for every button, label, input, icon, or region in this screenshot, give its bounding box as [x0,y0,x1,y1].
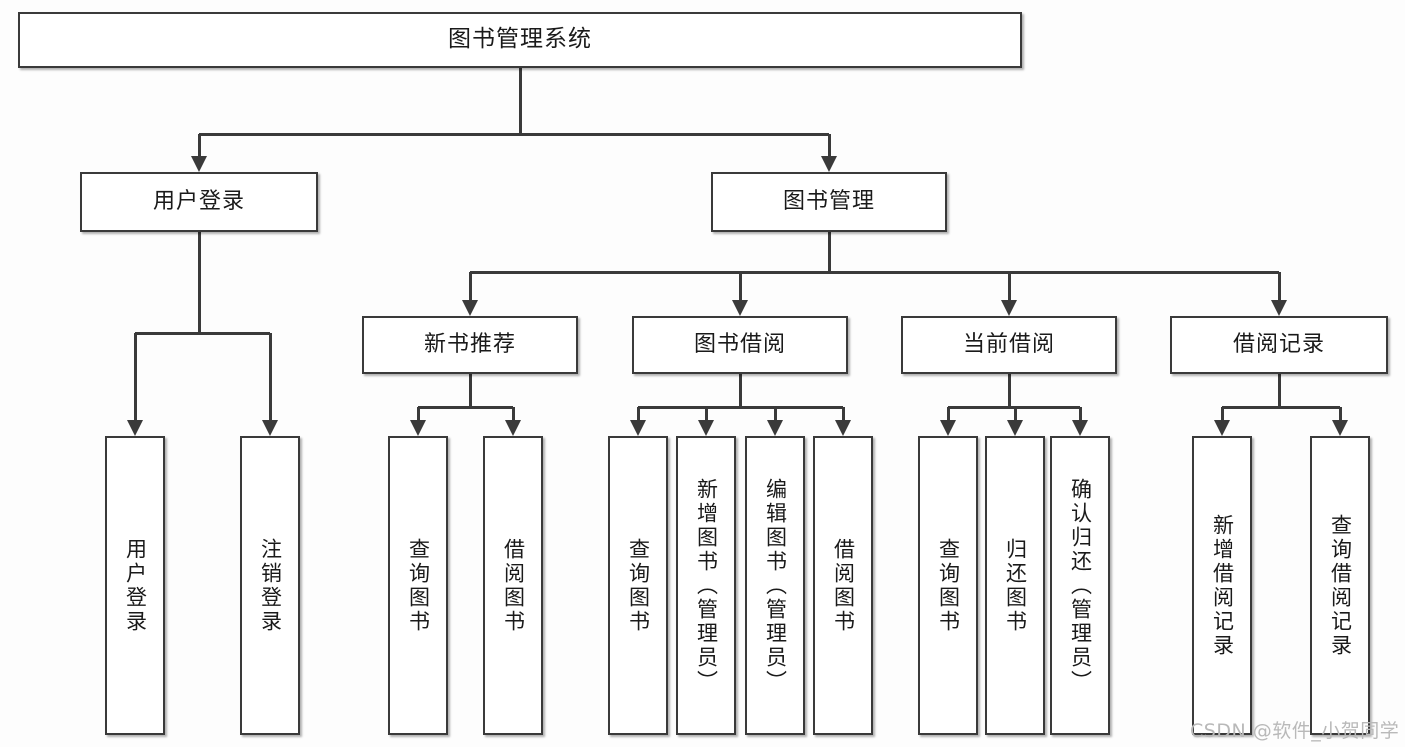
connector-bus [1222,405,1340,409]
leaf-node-query-book-borrow[interactable]: 查询图书 [608,436,668,735]
connector-drop [133,333,137,422]
node-label: 新书推荐 [423,331,516,357]
node-user-login[interactable]: 用户登录 [80,172,318,232]
connector-drop [1078,407,1082,422]
connector-drop [416,407,420,422]
connector-drop [468,272,472,302]
node-new-book-recommend[interactable]: 新书推荐 [362,316,578,374]
node-current-borrow[interactable]: 当前借阅 [901,316,1117,374]
leaf-node-borrow-book-recommend[interactable]: 借阅图书 [483,436,543,735]
arrowhead-icon [630,420,646,436]
connector-bus [199,132,829,136]
node-book-management[interactable]: 图书管理 [711,172,947,232]
leaf-node-query-book-recommend[interactable]: 查询图书 [388,436,448,735]
arrowhead-icon [767,420,783,436]
connector-trunk [738,374,742,407]
node-label: 确认归还（管理员） [1068,477,1093,694]
node-label: 借阅记录 [1232,331,1325,357]
leaf-node-query-borrow-record[interactable]: 查询借阅记录 [1310,436,1370,735]
leaf-node-add-borrow-record[interactable]: 新增借阅记录 [1192,436,1252,735]
leaf-node-user-login[interactable]: 用户登录 [105,436,165,735]
arrowhead-icon [821,156,837,172]
connector-bus [638,405,843,409]
node-label: 新增图书（管理员） [694,477,719,694]
leaf-node-edit-book-admin[interactable]: 编辑图书（管理员） [745,436,805,735]
node-label: 借阅图书 [831,537,856,634]
connector-drop [946,407,950,422]
arrowhead-icon [1332,420,1348,436]
arrowhead-icon [127,420,143,436]
node-label: 新增借阅记录 [1210,513,1235,658]
node-label: 归还图书 [1003,537,1028,634]
node-root-book-management-system[interactable]: 图书管理系统 [18,12,1022,68]
arrowhead-icon [1001,300,1017,316]
connector-bus [418,405,513,409]
leaf-node-return-book[interactable]: 归还图书 [985,436,1045,735]
connector-trunk [1277,374,1281,407]
leaf-node-query-book-current[interactable]: 查询图书 [918,436,978,735]
connector-drop [197,134,201,158]
connector-drop [1007,272,1011,302]
connector-drop [1338,407,1342,422]
node-label: 注销登录 [258,537,283,634]
node-label: 借阅图书 [501,537,526,634]
connector-drop [773,407,777,422]
connector-bus [470,270,1279,274]
arrowhead-icon [1007,420,1023,436]
connector-drop [738,272,742,302]
arrowhead-icon [940,420,956,436]
connector-drop [1220,407,1224,422]
arrowhead-icon [1072,420,1088,436]
node-label: 图书管理 [782,188,875,214]
connector-trunk [827,232,831,272]
node-label: 编辑图书（管理员） [763,477,788,694]
leaf-node-confirm-return-admin[interactable]: 确认归还（管理员） [1050,436,1110,735]
arrowhead-icon [1271,300,1287,316]
connector-trunk [468,374,472,407]
arrowhead-icon [698,420,714,436]
arrowhead-icon [505,420,521,436]
node-label: 查询借阅记录 [1328,513,1353,658]
arrowhead-icon [1214,420,1230,436]
leaf-node-logout[interactable]: 注销登录 [240,436,300,735]
connector-trunk [518,68,522,134]
node-borrow-record[interactable]: 借阅记录 [1170,316,1388,374]
leaf-node-borrow-book[interactable]: 借阅图书 [813,436,873,735]
connector-drop [704,407,708,422]
connector-drop [268,333,272,422]
connector-drop [511,407,515,422]
connector-drop [827,134,831,158]
node-label: 当前借阅 [962,331,1055,357]
connector-drop [1013,407,1017,422]
leaf-node-add-book-admin[interactable]: 新增图书（管理员） [676,436,736,735]
connector-drop [1277,272,1281,302]
connector-trunk [197,232,201,333]
connector-bus [135,331,270,335]
node-label: 图书管理系统 [448,26,592,53]
connector-drop [636,407,640,422]
arrowhead-icon [462,300,478,316]
node-label: 查询图书 [406,537,431,634]
connector-drop [841,407,845,422]
node-book-borrow[interactable]: 图书借阅 [632,316,848,374]
node-label: 用户登录 [152,188,245,214]
arrowhead-icon [262,420,278,436]
node-label: 查询图书 [626,537,651,634]
connector-trunk [1007,374,1011,407]
arrowhead-icon [732,300,748,316]
arrowhead-icon [835,420,851,436]
arrowhead-icon [191,156,207,172]
node-label: 用户登录 [123,537,148,634]
node-label: 图书借阅 [693,331,786,357]
node-label: 查询图书 [936,537,961,634]
arrowhead-icon [410,420,426,436]
